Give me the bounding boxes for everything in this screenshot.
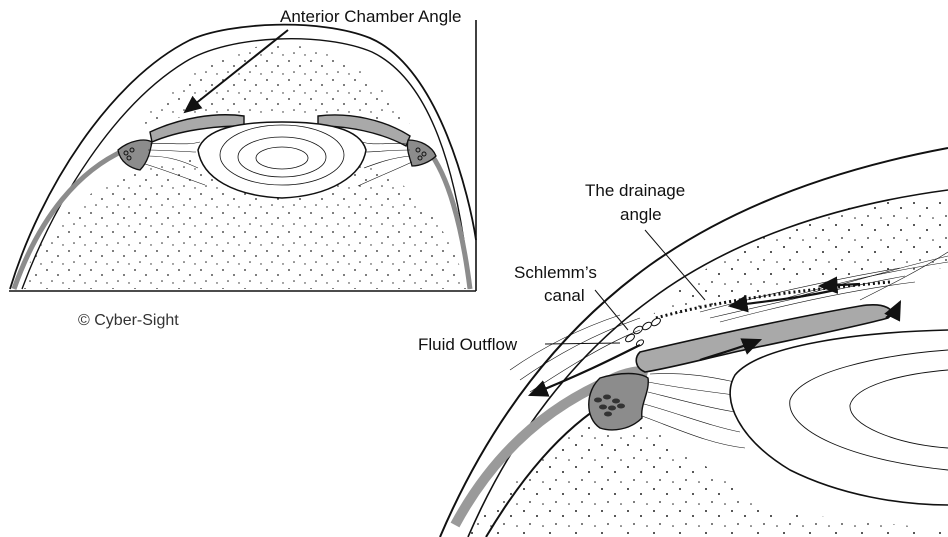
fluid-outflow-leader	[545, 343, 620, 344]
small-anterior-chamber	[140, 45, 412, 128]
small-eye-cross-section	[9, 20, 476, 291]
label-schlemms-canal-line1: Schlemm’s	[514, 263, 597, 282]
zoomed-anterior-chamber	[650, 196, 948, 318]
small-ciliary-left	[118, 140, 152, 170]
label-schlemms-canal-line2: canal	[544, 286, 585, 305]
zoomed-lens	[730, 330, 948, 505]
label-drainage-angle-line2: angle	[620, 205, 662, 224]
label-drainage-angle-line1: The drainage	[585, 181, 685, 200]
schlemms-canal-cells	[624, 317, 662, 348]
label-fluid-outflow: Fluid Outflow	[418, 335, 518, 354]
label-anterior-chamber-angle: Anterior Chamber Angle	[280, 7, 461, 26]
label-copyright: © Cyber-Sight	[78, 312, 179, 329]
drainage-angle-leader	[645, 230, 705, 300]
